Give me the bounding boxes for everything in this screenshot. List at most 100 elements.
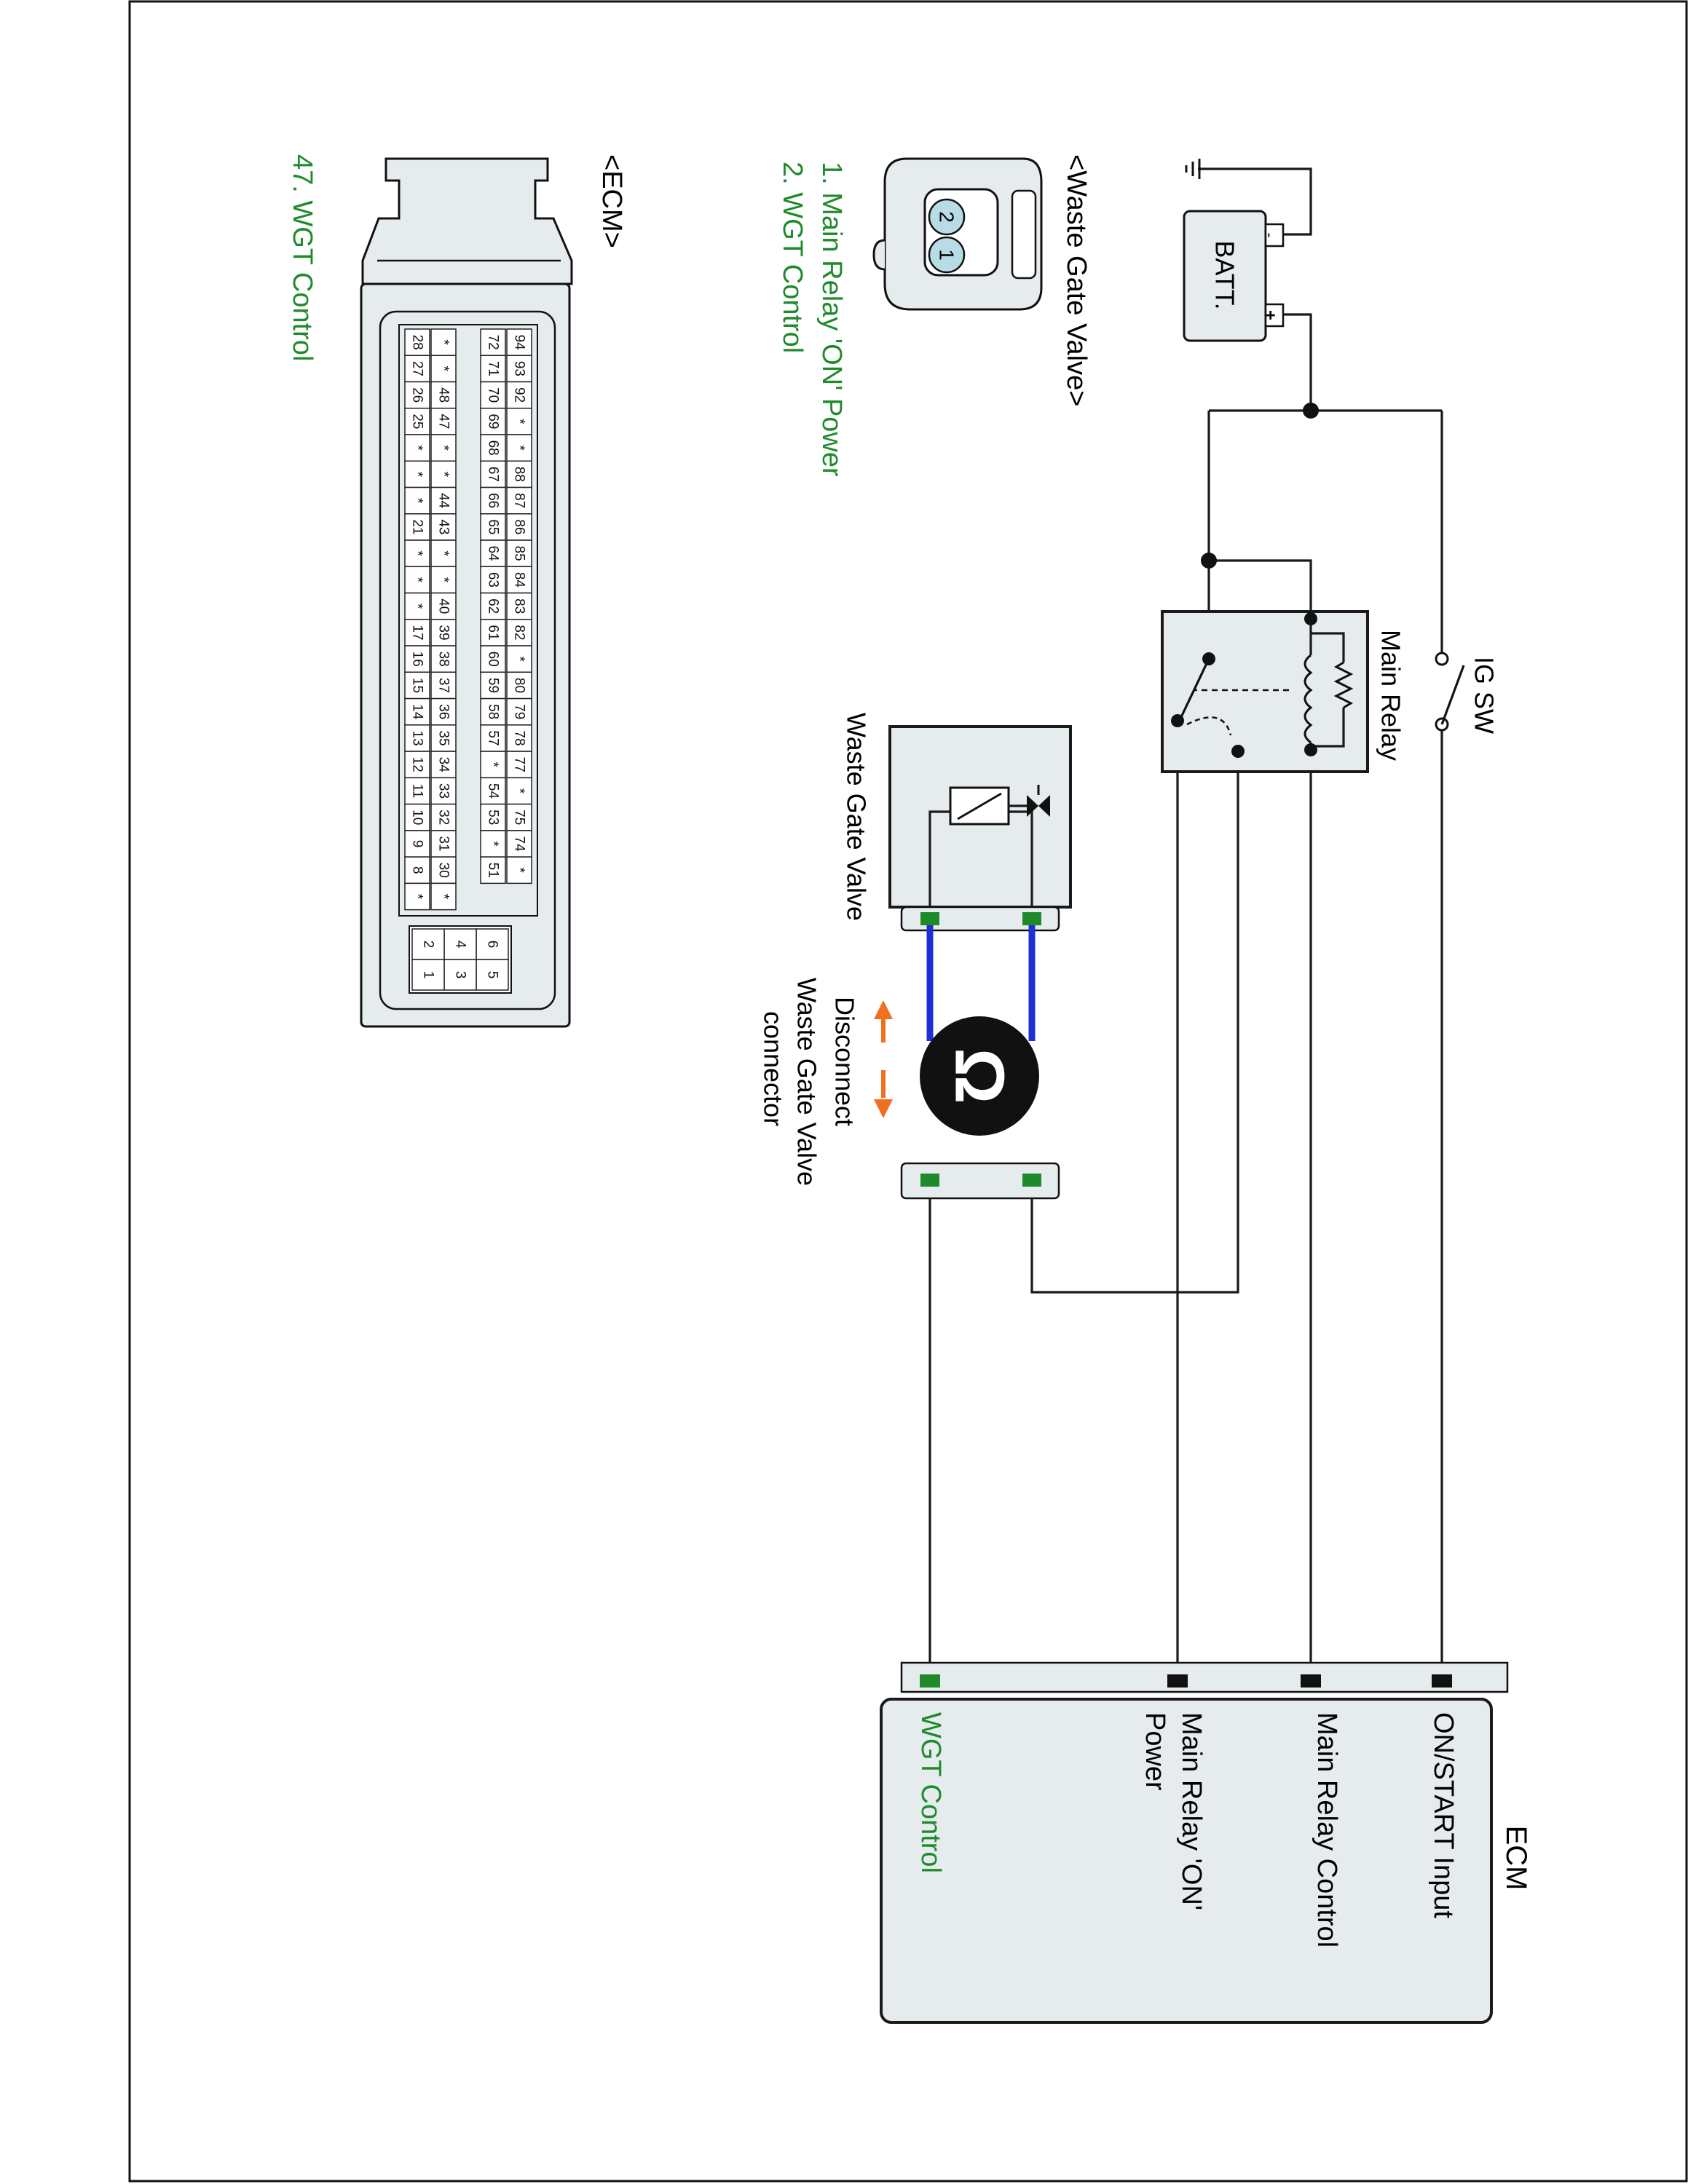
- ecm-pin-cell: *: [430, 882, 457, 911]
- ecm-connector-item-47: 47. WGT Control: [287, 154, 318, 361]
- ecm-pin-cell: *: [506, 856, 532, 885]
- ohmmeter-icon: Ω: [920, 1016, 1039, 1136]
- wgv-item-1: 1. Main Relay 'ON' Power: [816, 162, 847, 477]
- ecm-pin-number: *: [512, 788, 527, 794]
- ecm-pin-number: 32: [436, 810, 451, 825]
- ecm-pin-cell: 40: [430, 592, 457, 620]
- ecm-pin-number: *: [486, 762, 501, 768]
- ecm-pin-cell: *: [430, 539, 457, 568]
- ecm-pin-number: 25: [410, 414, 425, 429]
- ecm-pin-cell: 8: [404, 856, 430, 885]
- ecm-pin-cell: 69: [480, 408, 506, 435]
- ecm-pin-number: 69: [486, 414, 501, 429]
- ecm-pin-cell: 59: [480, 671, 506, 700]
- ecm-pin-cell: 83: [506, 592, 532, 620]
- ecm-pin-cell: 47: [430, 408, 457, 435]
- ecm-pin-cell: 85: [506, 539, 532, 568]
- ecm-pin-cell: *: [480, 830, 506, 858]
- ecm-pin-number: 59: [486, 678, 501, 693]
- ground-icon: [1185, 159, 1201, 179]
- wgv-connector-header: <Waste Gate Valve>: [1061, 154, 1092, 406]
- ecm-pin-cell: 37: [430, 671, 457, 700]
- ecm-pin-number: 62: [486, 598, 501, 614]
- ecm-pin-cell: 92: [506, 381, 532, 409]
- ecm-pin-cell: 78: [506, 724, 532, 752]
- ecm-pin-cell: 75: [506, 803, 532, 831]
- ecm-power-pin-number: 1: [421, 971, 436, 979]
- ecm-pin-number: 94: [512, 335, 527, 351]
- ecm-pin-cell: 77: [506, 751, 532, 779]
- ecm-pin-cell: *: [404, 592, 430, 620]
- ecm-pin-number: 63: [486, 572, 501, 587]
- wgv-pin-1: 1: [936, 249, 958, 261]
- ecm-pin-number: 82: [512, 625, 527, 640]
- ecm-power-pin: 5: [476, 959, 509, 991]
- ecm-pin-number: 80: [512, 678, 527, 693]
- ecm-pin-number: 31: [436, 836, 451, 851]
- ecm-pin-number: 57: [486, 730, 501, 745]
- junction-dots: [1201, 403, 1319, 569]
- battery-neg-sign: -: [1261, 232, 1279, 237]
- ecm-pin-cell: 80: [506, 671, 532, 700]
- ecm-pin-cell: 14: [404, 697, 430, 726]
- ecm-pin-on-start: ON/START Input: [1428, 1712, 1459, 1918]
- ecm-pin-cell: 48: [430, 381, 457, 409]
- ecm-pin-cell: 63: [480, 566, 506, 594]
- ecm-pin-cell: *: [506, 645, 532, 673]
- blue-test-leads: [926, 925, 1036, 1041]
- waste-gate-valve: Waste Gate Valve: [842, 713, 1072, 932]
- ecm-pin-number: 28: [410, 335, 425, 350]
- wgv-pin-2: 2: [936, 211, 958, 223]
- ecm-pin-number: *: [410, 894, 425, 900]
- ecm-pin-number: 85: [512, 546, 527, 561]
- ecm-pin-cell: 61: [480, 619, 506, 646]
- harness-connector: [900, 1162, 1060, 1200]
- ecm-title: ECM: [1500, 1826, 1532, 1891]
- ecm-pin-main-relay-on-2: Power: [1140, 1712, 1170, 1791]
- ecm-pin-number: 72: [486, 335, 501, 350]
- ecm-power-pin-number: 4: [453, 941, 468, 949]
- ecm-pin-number: 60: [486, 652, 501, 667]
- ecm-pin-number: 92: [512, 387, 527, 403]
- ig-switch: IG SW: [1435, 652, 1499, 734]
- battery-positive-terminal: [1264, 303, 1285, 328]
- ecm-pin-cell: 21: [404, 513, 430, 541]
- ecm-power-pin-number: 2: [421, 941, 436, 949]
- ecm-pin-number: 15: [410, 678, 425, 693]
- ecm-pin-number: 14: [410, 704, 425, 720]
- ecm-pin-cell: 35: [430, 724, 457, 752]
- ecm-power-pin: 3: [443, 959, 477, 991]
- relay-coil-icon: [1304, 654, 1313, 744]
- ecm-pin-cell: *: [404, 566, 430, 594]
- ecm-pin-number: *: [410, 498, 425, 504]
- ecm-pin-number: 33: [436, 783, 451, 799]
- ecm-pin-number: 21: [410, 519, 425, 534]
- ecm-pin-number: *: [512, 419, 527, 424]
- ecm-pin-number: 10: [410, 810, 425, 825]
- ecm-pin-cell: 65: [480, 513, 506, 541]
- ecm-pin-number: 40: [436, 598, 451, 614]
- ecm-pin-cell: 16: [404, 645, 430, 673]
- ecm-pin-cell: *: [506, 777, 532, 805]
- disconnect-line-3: connector: [759, 1011, 789, 1126]
- ecm-pin-number: 48: [436, 387, 451, 403]
- ecm-pin-cell: *: [404, 539, 430, 568]
- ecm-pin-number: 71: [486, 361, 501, 376]
- ecm-pin-cell: 28: [404, 328, 430, 357]
- ecm-pin-cell: 38: [430, 645, 457, 673]
- ecm-pin-cell: 60: [480, 645, 506, 673]
- ecm-pin-cell: 93: [506, 355, 532, 383]
- ecm-pin-number: 36: [436, 704, 451, 719]
- ecm-pin-cell: 30: [430, 856, 457, 885]
- ecm-pin-number: 12: [410, 757, 425, 772]
- ecm-power-pin: 6: [476, 928, 509, 960]
- ecm-pin-cell: 79: [506, 697, 532, 726]
- ecm-pin-number: 70: [486, 387, 501, 403]
- ecm-box: ECM ON/START Input Main Relay Control Ma…: [880, 1661, 1532, 2024]
- ecm-pin-number: 47: [436, 414, 451, 429]
- ecm-connector-header: <ECM>: [596, 154, 627, 248]
- ecm-pin-cell: 53: [480, 803, 506, 831]
- ecm-pin-number: 54: [486, 783, 501, 799]
- ecm-pin-main-relay-on-1: Main Relay 'ON': [1176, 1712, 1207, 1910]
- ecm-pin-number: *: [436, 445, 451, 451]
